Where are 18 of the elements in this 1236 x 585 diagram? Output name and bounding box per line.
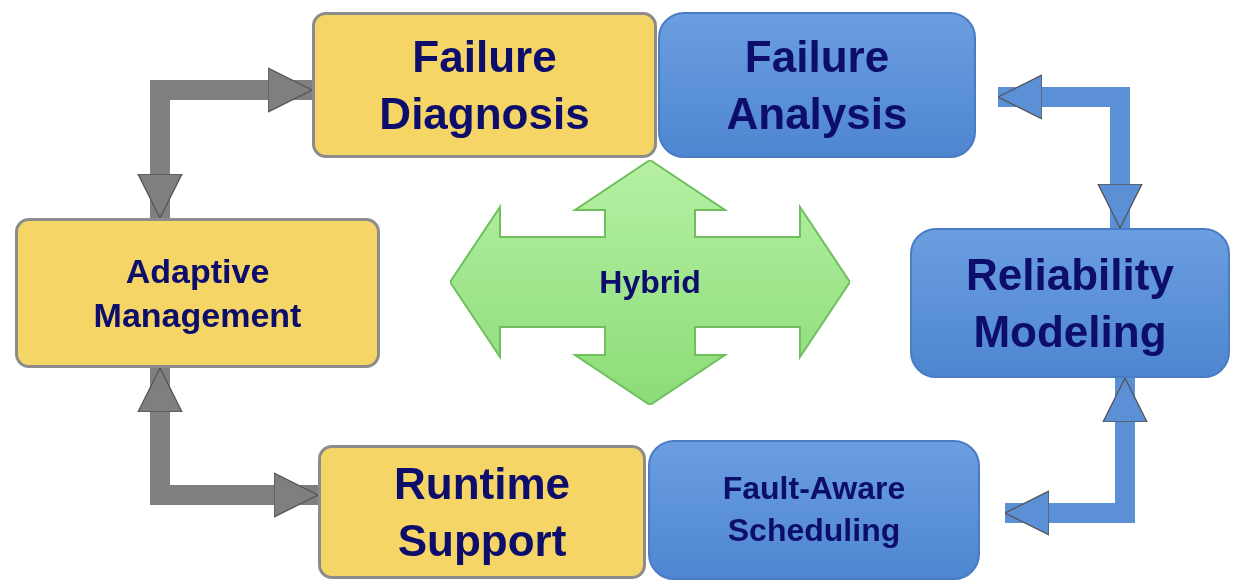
node-label: Runtime Support — [393, 457, 571, 567]
node-label: Failure Analysis — [725, 30, 909, 140]
process-box — [15, 218, 380, 368]
process-box — [658, 12, 976, 158]
process-box — [648, 440, 980, 580]
bent-double-arrow — [137, 367, 319, 518]
process-box — [312, 12, 657, 158]
node-label: Hybrid — [598, 262, 702, 302]
node-label: Failure Diagnosis — [378, 30, 591, 140]
bent-double-arrow — [997, 74, 1143, 229]
node-label: Fault-Aware Scheduling — [721, 469, 907, 550]
four-way-arrow — [450, 160, 850, 405]
bent-double-arrow — [137, 67, 313, 219]
bent-double-arrow — [1004, 377, 1148, 536]
process-box — [910, 228, 1230, 378]
node-label: Reliability Modeling — [965, 248, 1175, 358]
process-box — [318, 445, 646, 579]
node-label: Adaptive Management — [92, 250, 303, 336]
